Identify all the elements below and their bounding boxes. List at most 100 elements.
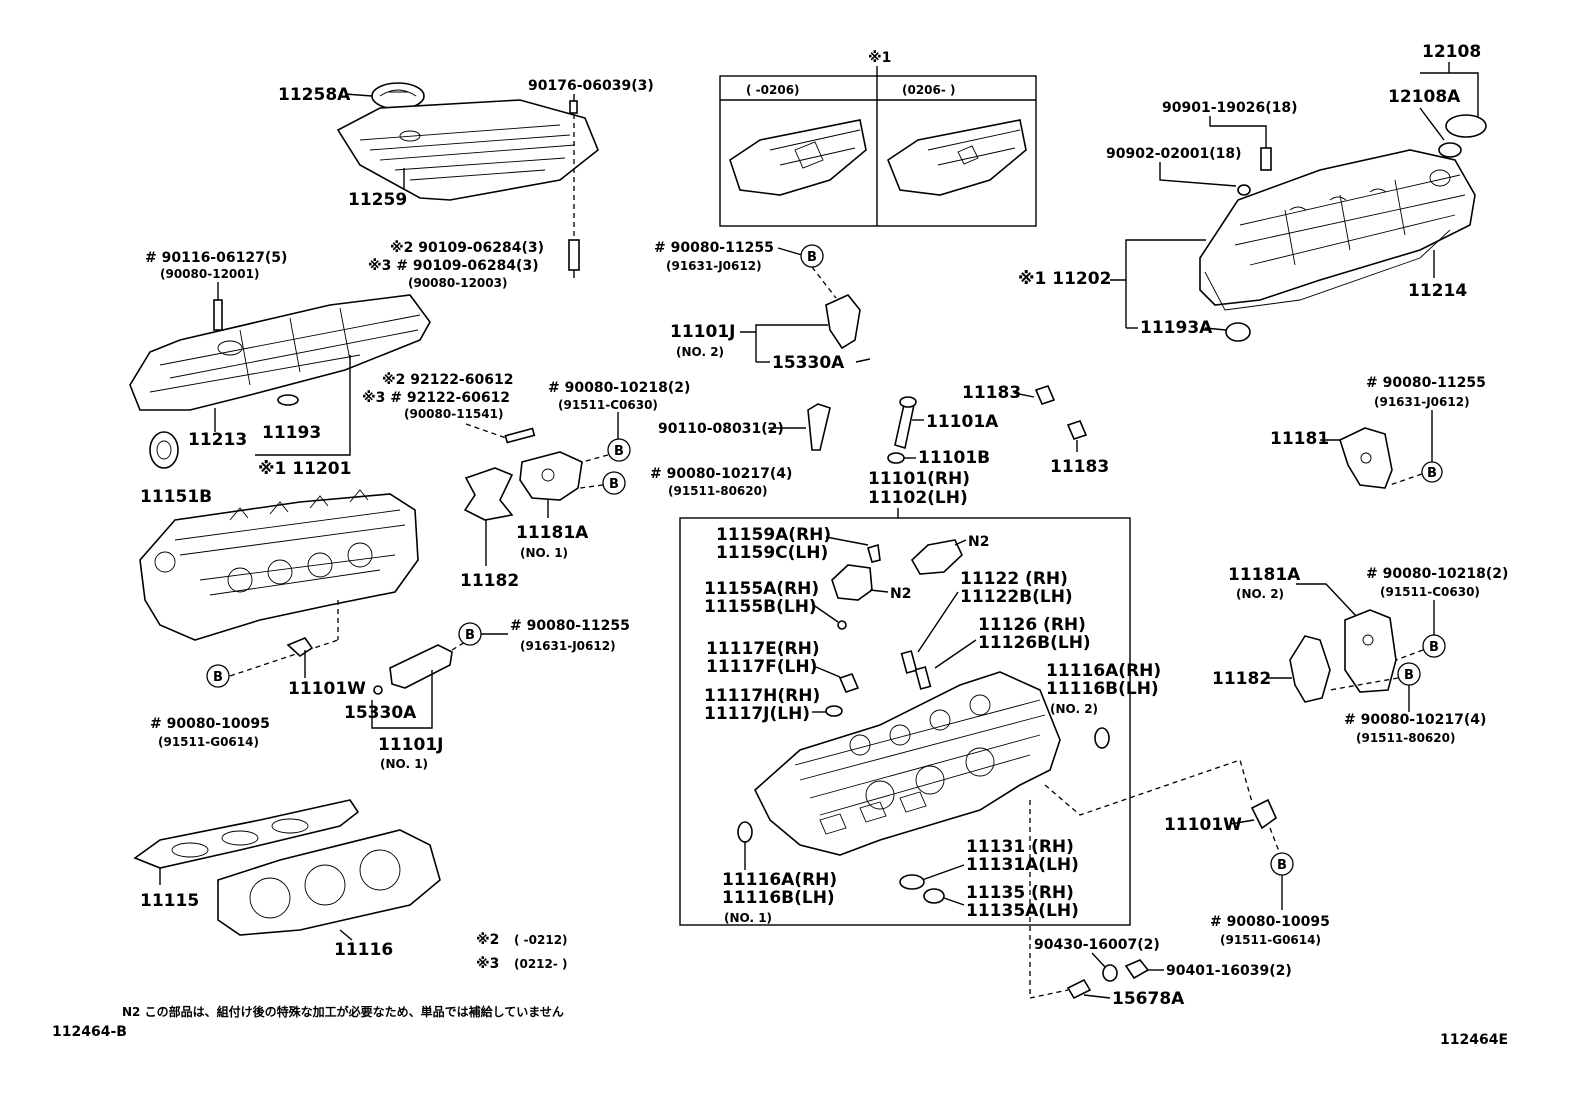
label-11182-r: 11182 bbox=[1212, 669, 1271, 689]
diagram-id-right: 112464E bbox=[1440, 1032, 1508, 1048]
label-11101J-top: 11101J bbox=[670, 322, 735, 342]
label-11122: 11122 (RH) bbox=[960, 569, 1068, 589]
emblem-11258A bbox=[371, 82, 425, 110]
label-11101W: 11101W bbox=[288, 679, 366, 699]
label-90080-10217-r: # 90080-10217(4) bbox=[1344, 712, 1486, 728]
label-11122B: 11122B(LH) bbox=[960, 587, 1073, 607]
cam-cover-11213 bbox=[129, 294, 431, 411]
label-11101A: 11101A bbox=[926, 412, 999, 432]
label-91511-80620: (91511-80620) bbox=[668, 484, 767, 498]
washer-11101B bbox=[887, 452, 905, 464]
label-91511-G0614: (91511-G0614) bbox=[158, 735, 259, 749]
note3-range: (0212- ) bbox=[514, 957, 568, 971]
label-11116-bot-no1: (NO. 1) bbox=[724, 911, 772, 925]
label-11117E: 11117E(RH) bbox=[706, 639, 820, 659]
gasket-11115 bbox=[133, 799, 360, 869]
label-91511-C0630-r: (91511-C0630) bbox=[1380, 585, 1480, 599]
label-90080-10217: # 90080-10217(4) bbox=[650, 466, 792, 482]
label-91511-C0630: (91511-C0630) bbox=[558, 398, 658, 412]
label-11116B-top: 11116B(LH) bbox=[1046, 679, 1159, 699]
label-11101J-no1: (NO. 1) bbox=[380, 757, 428, 771]
b-marker: B bbox=[1277, 858, 1287, 873]
label-11135: 11135 (RH) bbox=[966, 883, 1074, 903]
plug-11183a bbox=[1034, 385, 1056, 405]
label-11155A: 11155A(RH) bbox=[704, 579, 819, 599]
gasket-12108A bbox=[1438, 142, 1462, 158]
label-11131A: 11131A(LH) bbox=[966, 855, 1079, 875]
label-11126: 11126 (RH) bbox=[978, 615, 1086, 635]
b-marker: B bbox=[1429, 640, 1439, 655]
label-15330A-top: 15330A bbox=[772, 353, 845, 373]
plug-90401 bbox=[1124, 959, 1150, 980]
label-90109b: ※3 # 90109-06284(3) bbox=[368, 258, 539, 274]
label-11126B: 11126B(LH) bbox=[978, 633, 1091, 653]
engine-cover-group bbox=[336, 82, 599, 278]
plug-11116-no2 bbox=[1094, 727, 1110, 749]
label-11116-top-no2: (NO. 2) bbox=[1050, 702, 1098, 716]
label-90080-10095-r: # 90080-10095 bbox=[1210, 914, 1330, 930]
label-11258A: 11258A bbox=[278, 85, 351, 105]
cap-12108 bbox=[1445, 114, 1487, 138]
b-marker: B bbox=[1404, 668, 1414, 683]
label-11102LH: 11102(LH) bbox=[868, 488, 968, 508]
label-11259: 11259 bbox=[348, 190, 407, 210]
label-11116A-top: 11116A(RH) bbox=[1046, 661, 1161, 681]
gasket-90430 bbox=[1102, 964, 1118, 982]
inset-box bbox=[719, 75, 1037, 227]
gasket-11193 bbox=[277, 394, 299, 406]
label-90080-12003: (90080-12003) bbox=[408, 276, 507, 290]
label-11159C: 11159C(LH) bbox=[716, 543, 828, 563]
label-90080-11255: # 90080-11255 bbox=[510, 618, 630, 634]
label-11214: 11214 bbox=[1408, 281, 1467, 301]
sensor-15678A bbox=[1066, 978, 1092, 1000]
b-marker: B bbox=[614, 444, 624, 459]
label-90080-10218: # 90080-10218(2) bbox=[548, 380, 690, 396]
label-90109a: ※2 90109-06284(3) bbox=[390, 240, 544, 256]
cylinder-head-lh bbox=[139, 493, 419, 641]
bracket-11182 bbox=[463, 467, 514, 521]
label-91511-80620-r: (91511-80620) bbox=[1356, 731, 1455, 745]
label-15330A: 15330A bbox=[344, 703, 417, 723]
label-12108A: 12108A bbox=[1388, 87, 1461, 107]
label-92122a: ※2 92122-60612 bbox=[382, 372, 513, 388]
label-91631-J0612-top: (91631-J0612) bbox=[666, 259, 762, 273]
b-marker: B bbox=[807, 250, 817, 265]
label-11117H: 11117H(RH) bbox=[704, 686, 820, 706]
label-11131: 11131 (RH) bbox=[966, 837, 1074, 857]
engine-cover-11259 bbox=[336, 99, 599, 201]
label-11202: ※1 11202 bbox=[1018, 269, 1111, 289]
label-90080-11255-top: # 90080-11255 bbox=[654, 240, 774, 256]
label-90116: # 90116-06127(5) bbox=[145, 250, 287, 266]
ocv-11101J-no1 bbox=[389, 644, 453, 689]
label-N2b: N2 bbox=[890, 586, 911, 602]
cam-cover-11202 bbox=[1199, 149, 1476, 306]
label-90080-12001: (90080-12001) bbox=[160, 267, 259, 281]
footnote-n2: N2 この部品は、組付け後の特殊な加工が必要なため、単品では補給していません bbox=[122, 1004, 564, 1019]
label-11116B-bot: 11116B(LH) bbox=[722, 888, 835, 908]
label-90902: 90902-02001(18) bbox=[1106, 146, 1242, 162]
label-90430: 90430-16007(2) bbox=[1034, 937, 1160, 953]
label-92122b: ※3 # 92122-60612 bbox=[362, 390, 510, 406]
label-11117F: 11117F(LH) bbox=[706, 657, 817, 677]
ocv-11101J-no2 bbox=[825, 294, 861, 350]
label-90080-11255-r: # 90080-11255 bbox=[1366, 375, 1486, 391]
label-15678A: 15678A bbox=[1112, 989, 1185, 1009]
label-11101B: 11101B bbox=[918, 448, 990, 468]
inset-left-range: ( -0206) bbox=[746, 83, 800, 97]
cylinder-head-rh bbox=[754, 671, 1061, 856]
label-11155B: 11155B(LH) bbox=[704, 597, 817, 617]
note2-range: ( -0212) bbox=[514, 933, 568, 947]
bracket-11181A-no1 bbox=[519, 451, 583, 501]
label-11101RH: 11101(RH) bbox=[868, 469, 970, 489]
b-marker: B bbox=[465, 628, 475, 643]
bolt-90110 bbox=[807, 403, 831, 451]
label-11193: 11193 bbox=[262, 423, 321, 443]
label-11181A-r: 11181A bbox=[1228, 565, 1301, 585]
label-91631-J0612-r: (91631-J0612) bbox=[1374, 395, 1470, 409]
note2-mark: ※2 bbox=[476, 932, 499, 948]
label-91631-J0612: (91631-J0612) bbox=[520, 639, 616, 653]
sensor-11101W bbox=[286, 637, 314, 658]
label-12108: 12108 bbox=[1422, 42, 1481, 62]
label-11181A-r-no2: (NO. 2) bbox=[1236, 587, 1284, 601]
